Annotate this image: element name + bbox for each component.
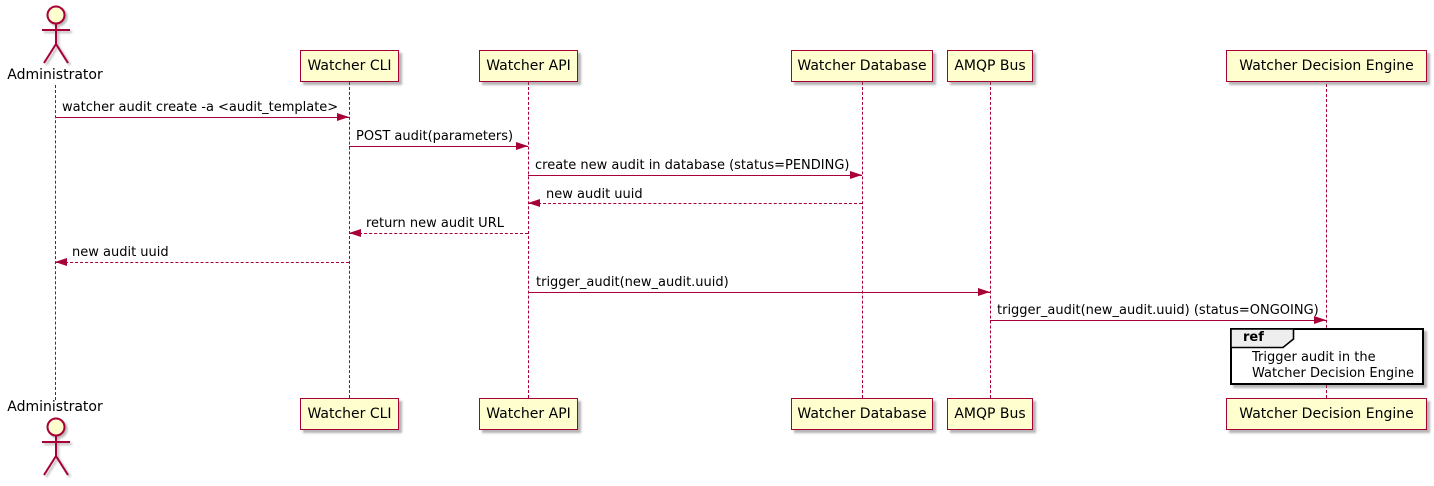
administrator-actor-icon	[42, 5, 70, 64]
lifeline-watcher-database	[862, 82, 863, 398]
lifeline-watcher-decision-engine	[1326, 84, 1327, 398]
participant-label: Watcher Database	[797, 58, 927, 74]
participant-label: Watcher Decision Engine	[1239, 406, 1414, 422]
participant-watcher-database-bottom: Watcher Database	[791, 398, 933, 430]
message-4-label: new audit uuid	[546, 187, 643, 202]
participant-label: AMQP Bus	[954, 58, 1026, 74]
participant-watcher-decision-engine-top: Watcher Decision Engine	[1226, 50, 1427, 82]
participant-label: Watcher CLI	[307, 406, 392, 422]
message-2-label: POST audit(parameters)	[356, 129, 514, 144]
lifeline-amqp-bus	[990, 82, 991, 398]
message-1-arrowhead-icon	[337, 113, 349, 121]
administrator-label-top: Administrator	[7, 67, 103, 83]
message-2-arrowhead-icon	[516, 142, 528, 150]
participant-watcher-api-top: Watcher API	[479, 50, 578, 82]
participant-label: Watcher Decision Engine	[1239, 58, 1414, 74]
participant-label: Watcher CLI	[307, 58, 392, 74]
participant-label: Watcher Database	[797, 406, 927, 422]
participant-label: Watcher API	[486, 58, 571, 74]
message-8-line	[990, 320, 1326, 321]
participant-watcher-cli-top: Watcher CLI	[300, 50, 399, 82]
message-3-arrowhead-icon	[850, 171, 862, 179]
message-8-arrowhead-icon	[1314, 316, 1326, 324]
message-6-arrowhead-icon	[55, 258, 67, 266]
administrator-label-bottom: Administrator	[7, 399, 103, 415]
message-6-label: new audit uuid	[72, 245, 169, 260]
message-7-arrowhead-icon	[978, 288, 990, 296]
message-1-label: watcher audit create -a <audit_template>	[62, 100, 339, 115]
message-4-arrowhead-icon	[528, 199, 540, 207]
message-6-line	[55, 262, 349, 263]
lifeline-watcher-api	[528, 82, 529, 398]
message-5-line	[349, 233, 528, 234]
message-7-label: trigger_audit(new_audit.uuid)	[536, 275, 729, 290]
message-3-line	[528, 175, 862, 176]
message-7-line	[528, 292, 990, 293]
lifeline-watcher-cli	[349, 82, 350, 398]
participant-watcher-database-top: Watcher Database	[791, 50, 933, 82]
message-5-label: return new audit URL	[366, 216, 504, 231]
participant-watcher-decision-engine-bottom: Watcher Decision Engine	[1226, 398, 1427, 430]
lifeline-administrator	[55, 85, 56, 400]
ref-tab-icon	[1231, 329, 1295, 349]
participant-watcher-api-bottom: Watcher API	[479, 398, 578, 430]
participant-label: Watcher API	[486, 406, 571, 422]
message-8-label: trigger_audit(new_audit.uuid) (status=ON…	[997, 303, 1319, 318]
message-3-label: create new audit in database (status=PEN…	[535, 158, 850, 173]
participant-label: AMQP Bus	[954, 406, 1026, 422]
ref-text-line-1: Trigger audit in the	[1252, 350, 1376, 365]
message-2-line	[349, 146, 528, 147]
message-1-line	[55, 117, 349, 118]
participant-amqp-bus-bottom: AMQP Bus	[947, 398, 1033, 430]
ref-text-line-2: Watcher Decision Engine	[1252, 366, 1414, 381]
administrator-actor-icon-bottom	[42, 417, 70, 476]
message-5-arrowhead-icon	[349, 229, 361, 237]
participant-amqp-bus-top: AMQP Bus	[947, 50, 1033, 82]
ref-keyword: ref	[1243, 330, 1264, 345]
participant-watcher-cli-bottom: Watcher CLI	[300, 398, 399, 430]
message-4-line	[528, 203, 862, 204]
